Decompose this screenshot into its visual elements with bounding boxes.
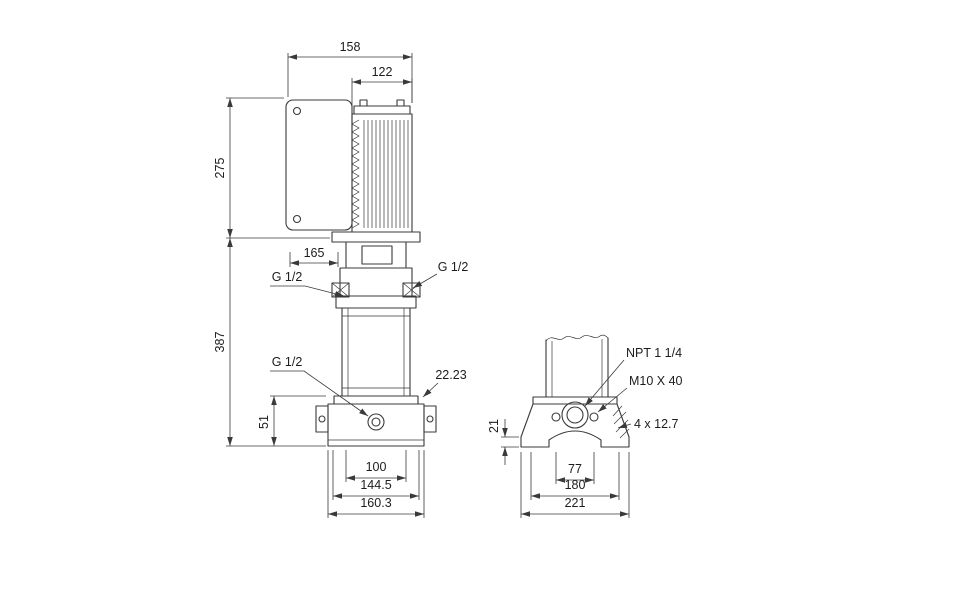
npt-port-outer <box>561 401 589 429</box>
motor-flange <box>331 231 421 243</box>
bolt-hole-right <box>589 412 599 422</box>
drain-port-outer <box>367 413 385 431</box>
dim-160-3: 160.3 <box>327 450 425 518</box>
motor-fin-edge <box>351 119 360 229</box>
pump-head <box>331 267 421 309</box>
leader-drain: G 1/2 <box>270 355 369 417</box>
dim-160-3-label: 160.3 <box>360 496 391 510</box>
bolt-label: M10 X 40 <box>629 374 683 388</box>
leader-m10: M10 X 40 <box>597 374 683 413</box>
mounting-bracket <box>520 396 630 448</box>
dim-158-label: 158 <box>340 40 361 54</box>
dim-144-5: 144.5 <box>332 450 420 500</box>
port-right-label: G 1/2 <box>438 260 469 274</box>
base-flange <box>333 395 419 405</box>
dim-221: 221 <box>520 452 630 518</box>
dim-221-label: 221 <box>565 496 586 510</box>
bracket-shoulder <box>532 396 618 405</box>
leader-port-right: G 1/2 <box>412 260 469 289</box>
dim-122-label: 122 <box>372 65 393 79</box>
motor-body <box>351 113 413 233</box>
dim-77-label: 77 <box>568 462 582 476</box>
dim-180-label: 180 <box>565 478 586 492</box>
dim-158: 158 <box>287 40 413 103</box>
dim-22-23-label: 22.23 <box>435 368 466 382</box>
base-lug-right <box>423 405 437 433</box>
slot-label: 4 x 12.7 <box>634 417 679 431</box>
bracket-outline <box>520 403 630 448</box>
terminal-box <box>285 99 353 231</box>
dim-77: 77 <box>555 452 595 484</box>
dim-275-label: 275 <box>213 158 227 179</box>
front-view: 158 122 275 387 165 <box>213 40 468 518</box>
dim-165-label: 165 <box>304 246 325 260</box>
stack-rings <box>342 315 410 389</box>
dim-51-label: 51 <box>257 415 271 429</box>
end-view: NPT 1 1/4 M10 X 40 4 x 12.7 21 77 <box>487 334 683 518</box>
motor-top-bolt-left <box>359 99 368 107</box>
pipe-section <box>545 334 609 398</box>
motor-cap <box>353 105 411 115</box>
base-lug-left-hole <box>318 415 326 423</box>
port-right <box>402 282 421 298</box>
drain-port-inner <box>371 417 381 427</box>
dim-387: 387 <box>213 238 326 447</box>
dim-51: 51 <box>257 395 326 446</box>
base-lug-left <box>315 405 329 433</box>
dim-387-label: 387 <box>213 332 227 353</box>
port-left-label: G 1/2 <box>272 270 303 284</box>
coupling-window <box>361 245 393 265</box>
stack-tie-rods <box>347 308 405 396</box>
chamber-stack <box>341 307 411 397</box>
leader-22-23: 22.23 <box>422 368 467 398</box>
dim-122: 122 <box>351 65 413 110</box>
npt-port-inner <box>566 406 584 424</box>
stack-sleeve <box>341 307 411 397</box>
dim-100: 100 <box>345 450 407 482</box>
leader-slot: 4 x 12.7 <box>617 417 679 431</box>
motor <box>351 99 413 233</box>
dim-144-5-label: 144.5 <box>360 478 391 492</box>
break-line <box>545 334 609 342</box>
head-body <box>339 267 413 297</box>
terminal-box-screw-top <box>292 106 302 116</box>
drain-port-label: G 1/2 <box>272 355 303 369</box>
dim-180: 180 <box>530 452 620 500</box>
motor-top-bolt-right <box>396 99 405 107</box>
thread-label: NPT 1 1/4 <box>626 346 682 360</box>
terminal-box-screw-bottom <box>292 214 302 224</box>
slot-hatch <box>612 405 630 439</box>
dim-100-label: 100 <box>366 460 387 474</box>
motor-fins <box>363 120 409 228</box>
leader-port-left: G 1/2 <box>270 270 345 297</box>
dim-21: 21 <box>487 419 519 465</box>
dim-275: 275 <box>213 97 330 239</box>
port-left <box>331 282 350 298</box>
dim-165: 165 <box>289 246 339 267</box>
bolt-hole-left <box>551 412 561 422</box>
head-flange <box>335 295 417 309</box>
base <box>315 395 437 447</box>
motor-stool <box>331 231 421 269</box>
base-lug-right-hole <box>426 415 434 423</box>
dim-21-label: 21 <box>487 419 501 433</box>
leader-npt: NPT 1 1/4 <box>584 346 682 407</box>
